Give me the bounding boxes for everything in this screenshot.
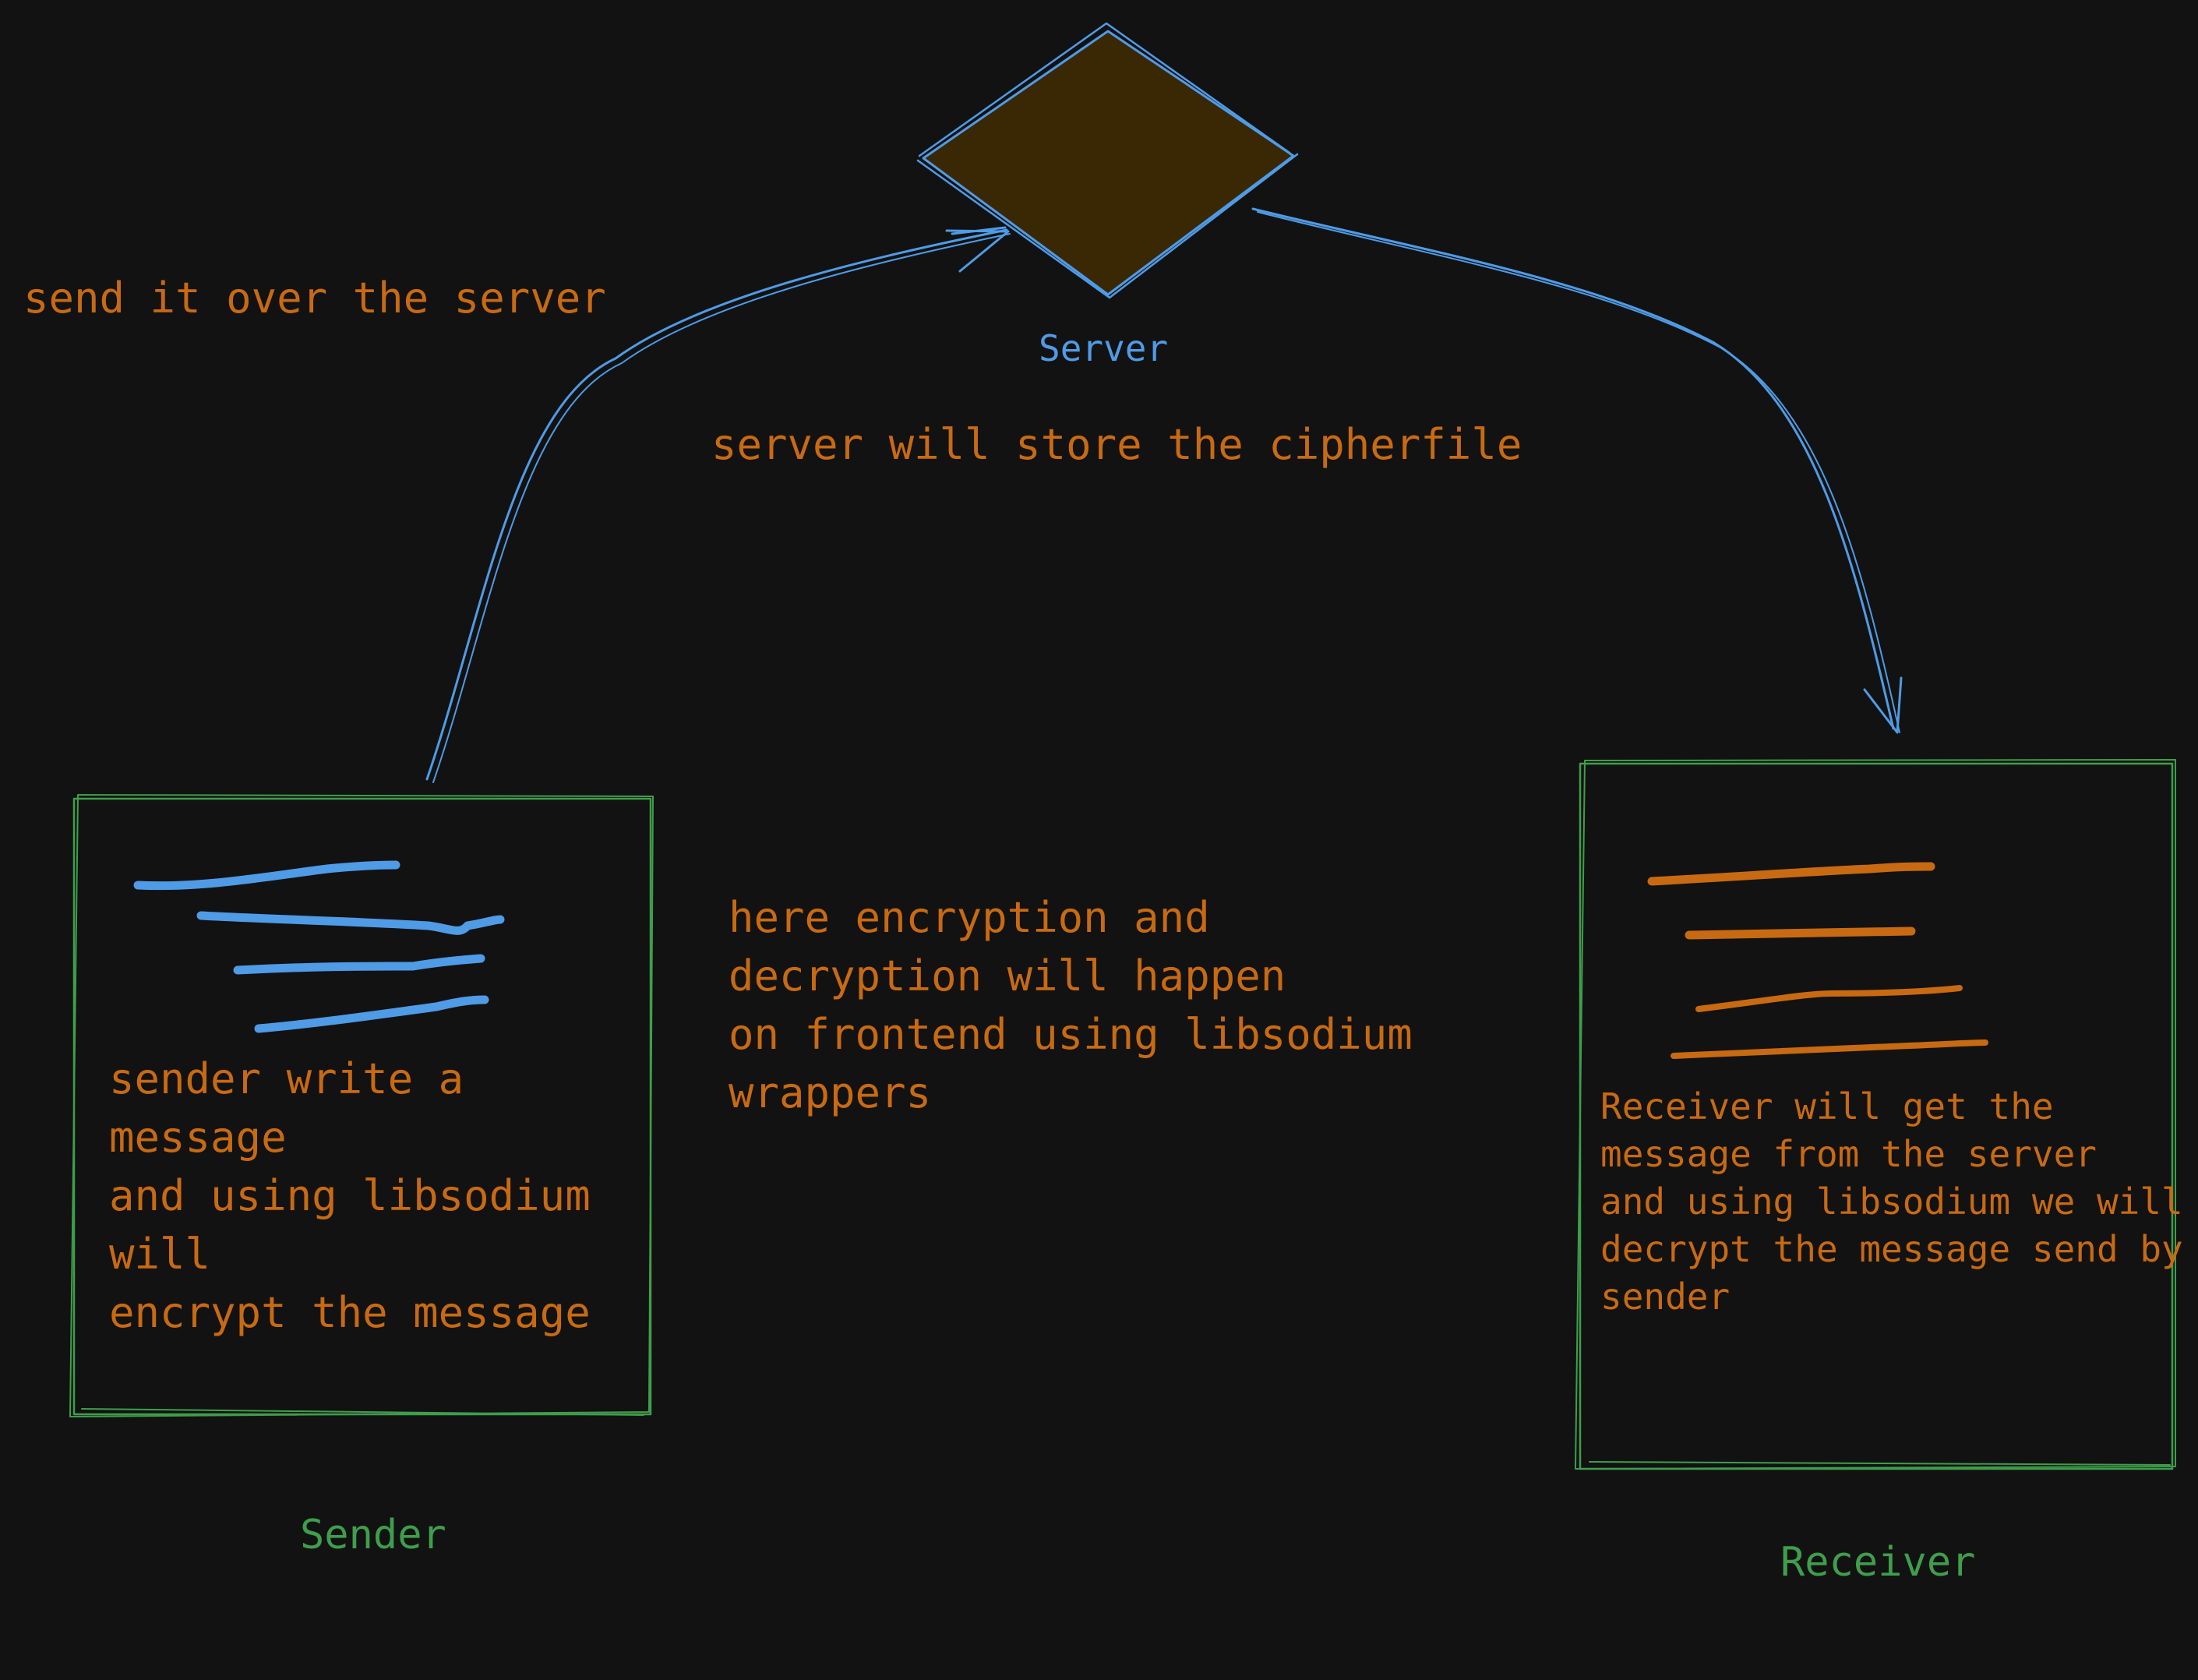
sender-message-stroke-4	[254, 995, 489, 1033]
server-diamond[interactable]	[922, 30, 1295, 296]
sender-message-stroke-1	[133, 860, 400, 891]
sender-text-line: sender write a	[109, 1054, 464, 1103]
send-annotation: send it over the server	[23, 274, 606, 323]
crypto-annotation-line: here encryption and	[729, 893, 1210, 942]
receiver-box-sketch	[1575, 759, 2176, 1470]
receiver-message-stroke-2	[1685, 926, 1916, 940]
receiver-text-line: and using libsodium we will	[1600, 1181, 2183, 1223]
sender-text-line: message	[109, 1113, 287, 1162]
store-annotation: server will store the cipherfile	[711, 420, 1522, 469]
receiver-message-stroke-1	[1647, 862, 1935, 886]
sender-box-sketch	[69, 794, 654, 1417]
sender-text: sender write a message and using libsodi…	[109, 1050, 591, 1342]
arrow-server-to-receiver-head	[1863, 676, 1903, 734]
sender-text-line: will	[109, 1230, 211, 1279]
arrow-server-to-receiver-sketch	[1257, 211, 1900, 733]
receiver-text-line: sender	[1600, 1276, 1731, 1318]
receiver-text-line: decrypt the message send by	[1600, 1228, 2183, 1270]
server-label: Server	[1039, 327, 1169, 369]
receiver-message-stroke-4	[1671, 1039, 1988, 1059]
receiver-text: Receiver will get the message from the s…	[1600, 1083, 2183, 1321]
crypto-annotation-line: on frontend using libsodium	[729, 1010, 1413, 1059]
crypto-annotation-line: wrappers	[729, 1068, 932, 1117]
sender-message-stroke-2	[196, 911, 505, 935]
arrow-server-to-receiver	[1251, 207, 1895, 730]
crypto-annotation: here encryption and decryption will happ…	[729, 888, 1413, 1122]
crypto-annotation-line: decryption will happen	[729, 951, 1286, 1001]
server-diamond-sketch	[916, 22, 1299, 299]
receiver-message-stroke-3	[1695, 985, 1963, 1012]
sender-text-line: and using libsodium	[109, 1171, 591, 1220]
arrow-sender-to-server	[425, 228, 1008, 781]
arrow-sender-to-server-head	[945, 226, 1010, 273]
arrow-sender-to-server-sketch	[432, 233, 1011, 783]
receiver-text-line: message from the server	[1600, 1133, 2097, 1175]
receiver-text-line: Receiver will get the	[1600, 1085, 2054, 1128]
sender-message-stroke-3	[233, 954, 485, 975]
sender-text-line: encrypt the message	[109, 1288, 591, 1337]
sender-label: Sender	[300, 1512, 446, 1558]
receiver-label: Receiver	[1780, 1539, 1976, 1586]
